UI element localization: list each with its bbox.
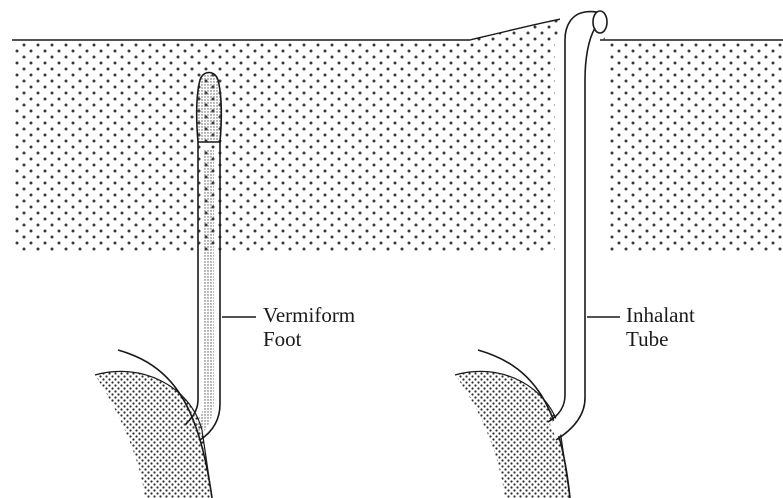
inhalant-tube-label-line1: Inhalant <box>626 303 695 327</box>
dotted-substrate <box>12 12 783 253</box>
inhalant-tube <box>548 9 607 440</box>
inhalant-tube-label-line2: Tube <box>626 327 695 351</box>
vermiform-foot-label-line1: Vermiform <box>263 303 355 327</box>
vermiform-foot-label-line2: Foot <box>263 327 355 351</box>
vermiform-foot-label: Vermiform Foot <box>263 303 355 351</box>
inhalant-tube-label: Inhalant Tube <box>626 303 695 351</box>
